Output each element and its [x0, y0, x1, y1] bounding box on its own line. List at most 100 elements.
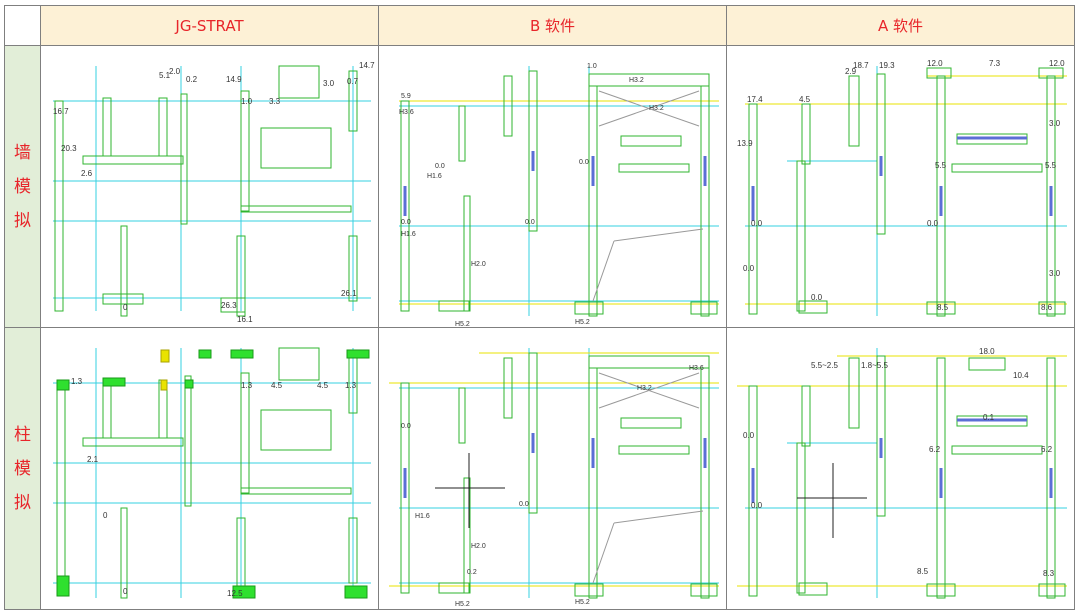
plan-drawing-b-wall: 5.9 H3.6 0.0 1.0 H1.6 H3.2 H2.0 H5.2 0.0… — [399, 63, 719, 328]
row-header-char: 模 — [14, 458, 31, 479]
column-header-label: JG-STRAT — [175, 16, 244, 35]
drawing-label: 0.0 — [401, 219, 411, 226]
drawing-label: H3.2 — [629, 77, 644, 84]
drawing-label: 0.0 — [811, 293, 823, 302]
column-header-label: A 软件 — [877, 17, 924, 35]
drawing-label: 2.9 — [845, 67, 857, 76]
drawing-label: 26.1 — [341, 289, 357, 298]
row-header-char: 墙 — [14, 142, 31, 163]
drawing-label: 8.5 — [917, 567, 929, 576]
plan-drawing-a-column: 5.5~2.5 1.8~5.5 18.0 10.4 0.1 6.2 6.2 0.… — [737, 347, 1067, 599]
row-header-char: 柱 — [14, 424, 31, 445]
panel-b-column: 0.0 H3.6 H1.6 H3.2 H2.0 H5.2 0.0 H5.2 0.… — [379, 328, 727, 609]
drawing-label: 19.3 — [879, 61, 895, 70]
drawing-label: 0.2 — [467, 569, 477, 576]
drawing-label: 18.7 — [853, 61, 869, 70]
drawing-label: 0.0 — [751, 219, 763, 228]
drawing-label: 0 — [123, 303, 128, 312]
drawing-label: 0.0 — [519, 501, 529, 508]
drawing-label: 1.3 — [345, 381, 357, 390]
drawing-label: 0.2 — [186, 75, 198, 84]
drawing-label: 14.7 — [359, 61, 375, 70]
panel-jg-wall: 16.7 20.3 2.6 5.1 2.0 0.2 14.9 1.0 3.3 3… — [41, 46, 379, 328]
drawing-label: H3.2 — [637, 385, 652, 392]
drawing-label: H3.6 — [689, 365, 704, 372]
row-header-char: 拟 — [14, 492, 31, 513]
drawing-label: 8.5 — [937, 303, 949, 312]
drawing-label: 0.0 — [743, 264, 755, 273]
drawing-label: 6.2 — [1041, 445, 1053, 454]
drawing-label: 0.0 — [927, 219, 939, 228]
drawing-label: 0.0 — [401, 423, 411, 430]
plan-drawing-b-column: 0.0 H3.6 H1.6 H3.2 H2.0 H5.2 0.0 H5.2 0.… — [389, 348, 719, 608]
drawing-label: 12.0 — [927, 59, 943, 68]
plan-drawing-jg-column: 1.3 2.1 1.3 4.5 4.5 1.3 12.5 0 0 — [53, 347, 371, 599]
drawing-label: 1.0 — [587, 63, 597, 70]
drawing-label: 7.3 — [989, 59, 1001, 68]
panel-jg-column: 1.3 2.1 1.3 4.5 4.5 1.3 12.5 0 0 — [41, 328, 379, 609]
drawing-label: 3.0 — [1049, 269, 1061, 278]
drawing-label: H2.0 — [471, 261, 486, 268]
drawing-label: 2.1 — [87, 455, 99, 464]
plan-drawing-jg-wall: 16.7 20.3 2.6 5.1 2.0 0.2 14.9 1.0 3.3 3… — [53, 61, 375, 324]
drawing-label: H1.6 — [415, 513, 430, 520]
drawing-label: 0.0 — [435, 163, 445, 170]
drawing-label: H2.0 — [471, 543, 486, 550]
drawing-label: 0.1 — [983, 413, 995, 422]
drawing-label: 0 — [123, 587, 128, 596]
drawing-label: H5.2 — [575, 319, 590, 326]
drawing-label: 6.2 — [929, 445, 941, 454]
drawing-label: H5.2 — [455, 321, 470, 328]
drawing-label: 3.0 — [1049, 119, 1061, 128]
drawing-label: H3.6 — [399, 109, 414, 116]
drawing-label: 20.3 — [61, 144, 77, 153]
drawing-label: H1.6 — [401, 231, 416, 238]
drawing-label: 5.9 — [401, 93, 411, 100]
drawing-label: 4.5 — [317, 381, 329, 390]
drawing-label: 18.0 — [979, 347, 995, 356]
drawing-label: H1.6 — [427, 173, 442, 180]
drawing-label: 8.6 — [1041, 303, 1053, 312]
panel-a-wall: 17.4 4.5 2.9 18.7 19.3 12.0 7.3 12.0 13.… — [727, 46, 1074, 328]
drawing-label: 0.7 — [347, 77, 359, 86]
drawing-label: 5.5~2.5 — [811, 361, 838, 370]
column-header-b-software: B 软件 — [379, 6, 727, 46]
drawing-label: 1.3 — [71, 377, 83, 386]
drawing-label: 0.0 — [743, 431, 755, 440]
drawing-label: 0 — [103, 511, 108, 520]
drawing-label: 26.3 — [221, 301, 237, 310]
drawing-label: 13.9 — [737, 139, 753, 148]
drawing-label: 10.4 — [1013, 371, 1029, 380]
drawing-label: 0.0 — [579, 159, 589, 166]
row-header-column-simulation: 柱 模 拟 — [5, 328, 41, 609]
drawing-label: 1.3 — [241, 381, 253, 390]
row-header-char: 拟 — [14, 210, 31, 231]
drawing-label: 16.7 — [53, 107, 69, 116]
drawing-label: 3.3 — [269, 97, 281, 106]
drawing-label: 17.4 — [747, 95, 763, 104]
drawing-label: 5.5 — [935, 161, 947, 170]
drawing-label: 1.0 — [241, 97, 253, 106]
drawing-label: 14.9 — [226, 75, 242, 84]
drawing-label: 2.0 — [169, 67, 181, 76]
drawing-label: 16.1 — [237, 315, 253, 324]
drawing-label: 0.0 — [525, 219, 535, 226]
drawing-label: 4.5 — [799, 95, 811, 104]
drawing-label: 2.6 — [81, 169, 93, 178]
corner-cell — [5, 6, 41, 46]
drawing-label: 3.0 — [323, 79, 335, 88]
column-header-jg-strat: JG-STRAT — [41, 6, 379, 46]
drawing-label: 0.0 — [751, 501, 763, 510]
drawing-label: 8.3 — [1043, 569, 1055, 578]
comparison-table: JG-STRAT B 软件 A 软件 墙 模 拟 柱 模 拟 — [4, 5, 1075, 610]
drawing-label: 4.5 — [271, 381, 283, 390]
drawing-label: 12.0 — [1049, 59, 1065, 68]
drawing-label: H3.2 — [649, 105, 664, 112]
panel-a-column: 5.5~2.5 1.8~5.5 18.0 10.4 0.1 6.2 6.2 0.… — [727, 328, 1074, 609]
column-header-label: B 软件 — [529, 17, 576, 35]
column-header-a-software: A 软件 — [727, 6, 1074, 46]
drawing-label: 5.5 — [1045, 161, 1057, 170]
drawing-label: 5.1 — [159, 71, 171, 80]
row-header-wall-simulation: 墙 模 拟 — [5, 46, 41, 328]
row-header-char: 模 — [14, 176, 31, 197]
